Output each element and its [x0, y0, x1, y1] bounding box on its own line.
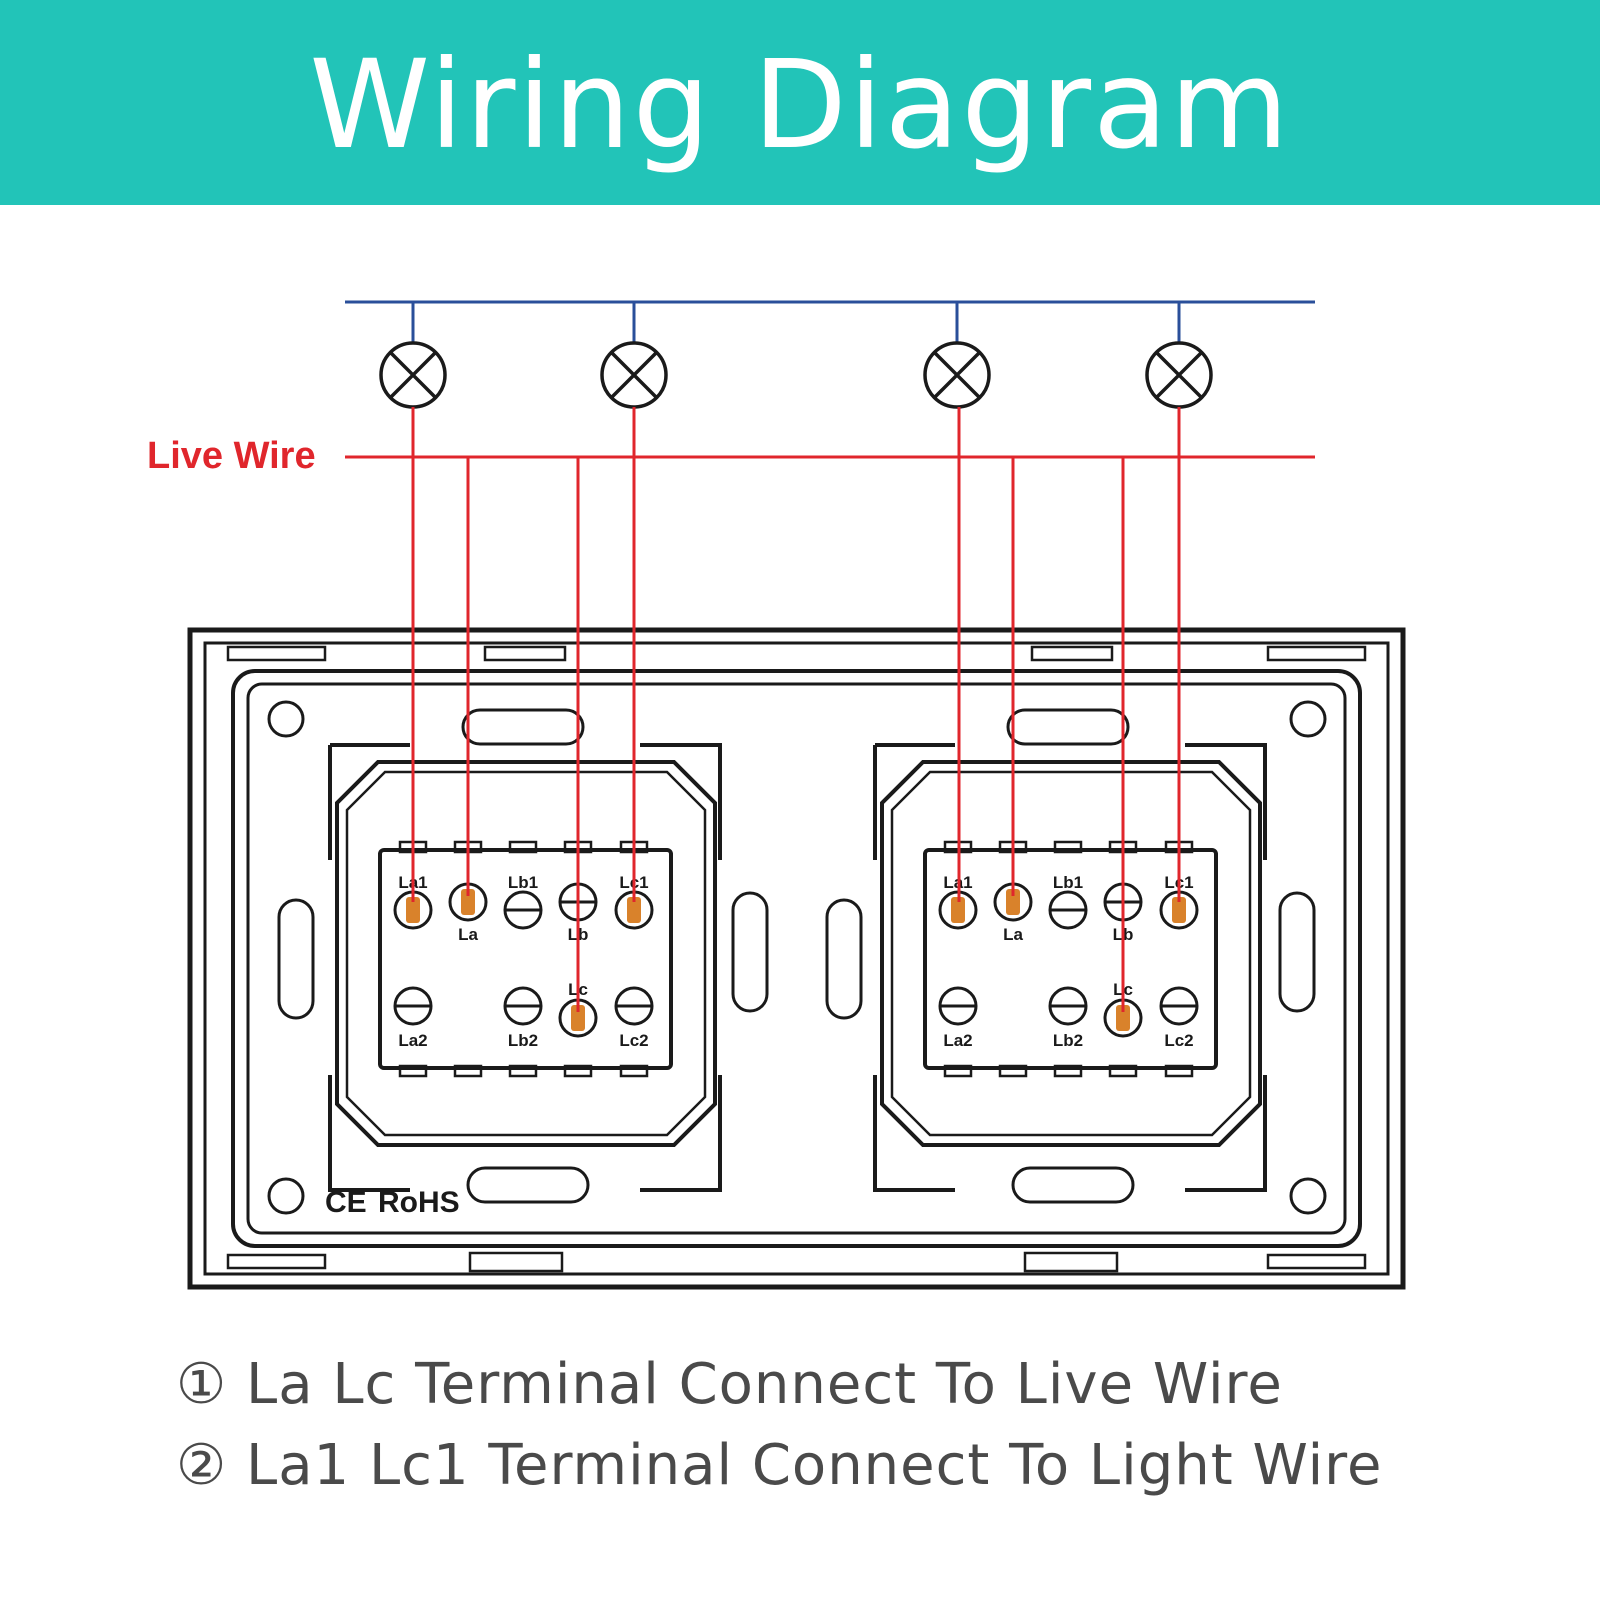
terminal-contact — [571, 1005, 585, 1031]
terminal-tab — [508, 840, 538, 854]
terminal-lc2: Lc2 — [1159, 986, 1199, 1050]
terminal-tab — [1164, 1064, 1194, 1078]
terminal-tab — [943, 1064, 973, 1078]
terminal-lb1: Lb1 — [503, 873, 543, 930]
terminal-tab — [453, 1064, 483, 1078]
page-title: Wiring Diagram — [309, 34, 1291, 176]
terminal-tab — [398, 1064, 428, 1078]
terminal-block — [378, 848, 673, 1070]
terminal-contact — [951, 897, 965, 923]
terminal-lb2: Lb2 — [503, 986, 543, 1050]
terminal-la1: La1 — [938, 873, 978, 930]
module-bracket — [873, 743, 1267, 1192]
terminal-label: Lb2 — [508, 1031, 538, 1050]
gang-modules: La1LaLb1LbLc1LcLa2Lb2Lc2La1LaLb1LbLc1LcL… — [328, 743, 1267, 1192]
terminal-lb1: Lb1 — [1048, 873, 1088, 930]
terminal-tab — [1053, 1064, 1083, 1078]
terminal-label: La2 — [398, 1031, 427, 1050]
terminal-label: Lb1 — [1053, 873, 1083, 892]
note-live-wire: ① La Lc Terminal Connect To Live Wire — [176, 1352, 1283, 1417]
switch-panel — [187, 627, 1406, 1290]
terminal-contact — [461, 889, 475, 915]
terminal-contact — [1006, 889, 1020, 915]
module-frame-inner — [890, 770, 1252, 1137]
terminal-lc2: Lc2 — [614, 986, 654, 1050]
lamp-4 — [1145, 341, 1213, 409]
terminal-label: Lc2 — [1164, 1031, 1193, 1050]
terminal-tab — [1053, 840, 1083, 854]
terminal-tab — [619, 1064, 649, 1078]
terminal-block — [923, 848, 1218, 1070]
terminal-tab — [508, 1064, 538, 1078]
terminal-label: La — [458, 925, 478, 944]
module-bracket — [328, 743, 722, 1192]
terminal-la2: La2 — [393, 986, 433, 1050]
live-wire — [345, 407, 1315, 1012]
gang-2: La1LaLb1LbLc1LcLa2Lb2Lc2 — [873, 743, 1267, 1192]
module-frame — [880, 760, 1262, 1147]
terminal-contact — [406, 897, 420, 923]
neutral-wire — [345, 300, 1315, 343]
terminal-la2: La2 — [938, 986, 978, 1050]
terminal-contact — [1172, 897, 1186, 923]
terminal-contact — [627, 897, 641, 923]
terminal-la1: La1 — [393, 873, 433, 930]
gang-1: La1LaLb1LbLc1LcLa2Lb2Lc2 — [328, 743, 722, 1192]
terminal-lc1: Lc1 — [1159, 873, 1199, 930]
terminal-contact — [1116, 1005, 1130, 1031]
terminal-label: Lb2 — [1053, 1031, 1083, 1050]
title-banner: Wiring Diagram — [0, 0, 1600, 205]
module-frame-inner — [345, 770, 707, 1137]
live-wire-label: Live Wire — [147, 435, 316, 477]
terminal-label: Lb1 — [508, 873, 538, 892]
terminal-tab — [1108, 1064, 1138, 1078]
module-frame — [335, 760, 717, 1147]
note-light-wire: ② La1 Lc1 Terminal Connect To Light Wire — [176, 1433, 1383, 1498]
terminal-label: Lc2 — [619, 1031, 648, 1050]
lamp-3 — [923, 341, 991, 409]
terminal-la: La — [993, 882, 1033, 944]
terminal-tab — [998, 1064, 1028, 1078]
terminal-label: La — [1003, 925, 1023, 944]
terminal-tab — [563, 1064, 593, 1078]
lamp-1 — [379, 341, 447, 409]
lamp-2 — [600, 341, 668, 409]
terminal-label: La2 — [943, 1031, 972, 1050]
terminal-lb2: Lb2 — [1048, 986, 1088, 1050]
